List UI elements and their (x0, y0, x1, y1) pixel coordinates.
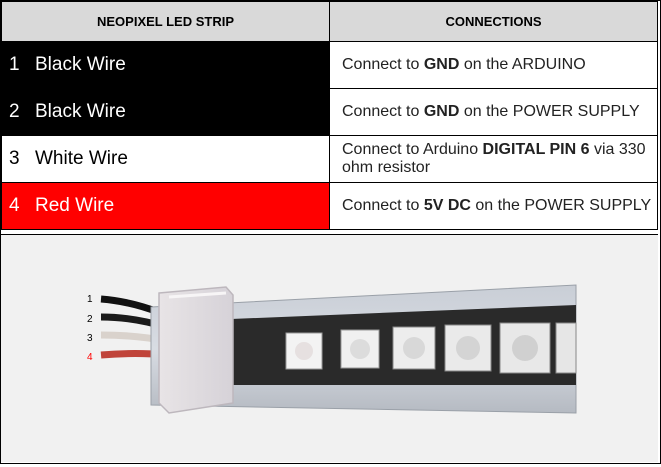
wire-name: Black Wire (35, 54, 126, 75)
connection-cell: Connect to GND on the POWER SUPPLY (329, 88, 658, 136)
wire-cell: 3 White Wire (1, 135, 330, 183)
wire-label-4: 4 (87, 352, 93, 363)
connection-emphasis: 5V DC (423, 197, 471, 214)
connection-text: Connect to (342, 197, 424, 214)
wire-cell: 2 Black Wire (1, 88, 330, 136)
connection-emphasis: DIGITAL PIN 6 (482, 141, 590, 158)
wire-label-1: 1 (87, 294, 93, 305)
connection-cell: Connect to Arduino DIGITAL PIN 6 via 330… (329, 135, 658, 183)
connection-text: Connect to Arduino (342, 141, 483, 158)
led-strip-illustration (100, 284, 577, 414)
table-row: 3 White Wire Connect to Arduino DIGITAL P… (1, 135, 658, 183)
led-strip-photo: 1 2 3 4 (1, 234, 658, 462)
connection-text: on the POWER SUPPLY (470, 197, 652, 214)
connection-text: on the ARDUINO (459, 56, 586, 73)
table-header-row: NEOPIXEL LED STRIP CONNECTIONS (1, 1, 658, 42)
connection-text: on the POWER SUPPLY (459, 103, 640, 120)
wire-label-3: 3 (87, 333, 93, 344)
wire-name: Black Wire (35, 101, 126, 122)
connection-cell: Connect to GND on the ARDUINO (329, 41, 658, 89)
table-row: 1 Black Wire Connect to GND on the ARDUIN… (1, 41, 658, 89)
connection-emphasis: GND (423, 56, 460, 73)
wire-name: Red Wire (35, 195, 115, 216)
wire-number: 4 (9, 195, 20, 216)
connection-cell: Connect to 5V DC on the POWER SUPPLY (329, 182, 658, 230)
connection-text: Connect to (342, 103, 424, 120)
wire-cell: 1 Black Wire (1, 41, 330, 89)
wire-label-2: 2 (87, 314, 93, 325)
wire-number: 3 (9, 148, 20, 169)
wire-name: White Wire (35, 148, 128, 169)
wire-cell: 4 Red Wire (1, 182, 330, 230)
connection-text: via 330 ohm resistor (342, 141, 646, 176)
table-row: 2 Black Wire Connect to GND on the POWER … (1, 88, 658, 136)
wire-number: 1 (9, 54, 20, 75)
table-row: 4 Red Wire Connect to 5V DC on the POWER … (1, 182, 658, 230)
header-connections: CONNECTIONS (329, 1, 658, 42)
connection-text: Connect to (342, 56, 424, 73)
header-neopixel: NEOPIXEL LED STRIP (1, 1, 330, 42)
wire-number: 2 (9, 101, 20, 122)
connection-emphasis: GND (423, 103, 460, 120)
